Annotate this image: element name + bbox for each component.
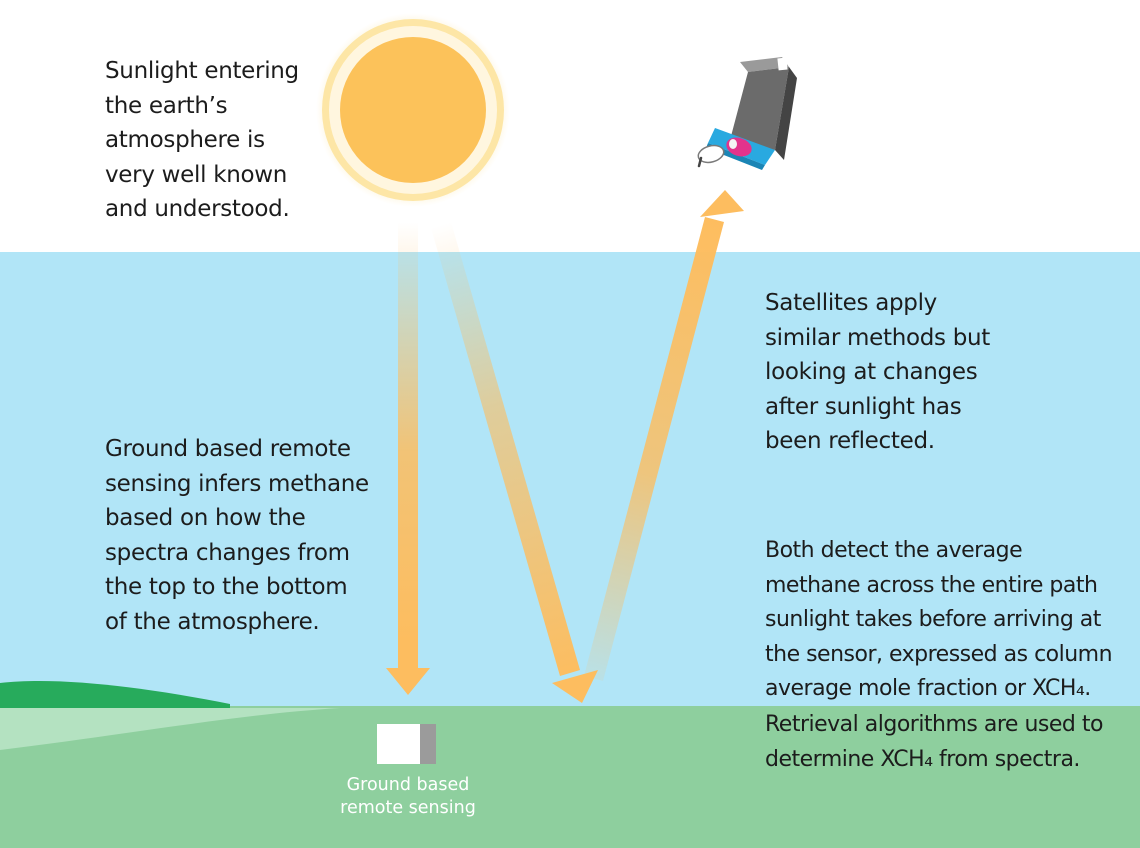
beam-vertical-arrow	[386, 222, 430, 695]
caption-line: been reflected.	[765, 428, 935, 454]
caption-line: after sunlight has	[765, 393, 962, 420]
caption-line: of the atmosphere.	[105, 608, 320, 635]
hill	[0, 680, 230, 708]
sensor-label-line: remote sensing	[340, 798, 476, 818]
caption-line: based on how the	[105, 505, 306, 531]
sensor-label-line: Ground based	[346, 775, 470, 795]
caption-line: the top to the bottom	[105, 574, 348, 600]
atmosphere-band	[0, 252, 1140, 708]
caption-line: similar methods but	[765, 324, 991, 351]
caption-line: and understood.	[105, 196, 290, 222]
caption-line: the sensor, expressed as column	[765, 641, 1113, 667]
space-area	[0, 0, 1140, 252]
caption-line: very well known	[105, 161, 288, 188]
ground-sensor-label: Ground based remote sensing	[318, 774, 498, 820]
beam-reflected-arrow	[584, 190, 744, 681]
caption-line: sunlight takes before arriving at	[765, 607, 1101, 632]
sun-icon	[316, 13, 510, 207]
caption-line: spectra changes from	[105, 539, 350, 566]
caption-line: the earth’s	[105, 92, 228, 119]
caption-satellites: Satellites apply similar methods but loo…	[765, 286, 990, 459]
caption-sunlight: Sunlight entering the earth’s atmosphere…	[105, 54, 299, 227]
caption-line: Retrieval algorithms are used to	[765, 712, 1103, 737]
caption-line: average mole fraction or XCH₄.	[765, 676, 1091, 701]
caption-line: Sunlight entering	[105, 58, 299, 84]
caption-line: looking at changes	[765, 359, 978, 385]
ground	[0, 706, 1140, 848]
caption-line: Satellites apply	[765, 290, 937, 316]
satellite-icon	[697, 57, 797, 170]
caption-line: Both detect the average	[765, 538, 1023, 563]
caption-line: determine XCH₄ from spectra.	[765, 746, 1080, 772]
beam-diagonal-arrow	[431, 222, 598, 703]
caption-line: methane across the entire path	[765, 572, 1098, 598]
caption-ground-based: Ground based remote sensing infers metha…	[105, 432, 369, 639]
caption-line: Ground based remote	[105, 436, 351, 462]
ground-sensor-icon	[377, 724, 436, 764]
caption-line: sensing infers methane	[105, 470, 369, 497]
caption-retrieval: Retrieval algorithms are used to determi…	[765, 708, 1103, 777]
hill-shading	[0, 708, 340, 750]
caption-line: atmosphere is	[105, 127, 265, 153]
caption-both-detect: Both detect the average methane across t…	[765, 534, 1113, 707]
